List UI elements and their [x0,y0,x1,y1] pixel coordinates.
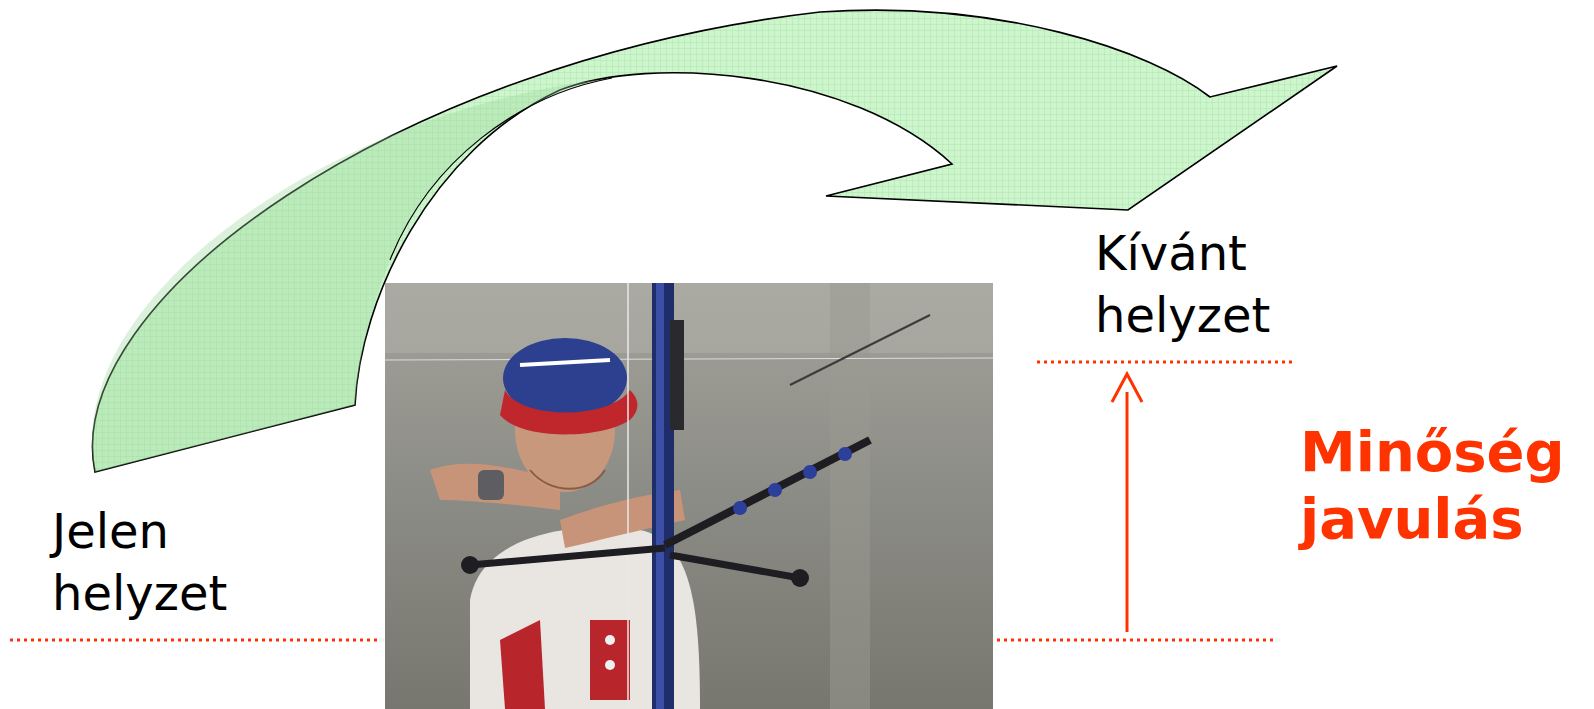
improvement-arrowhead [1112,374,1142,402]
archer-photo [385,283,993,709]
level-line [10,639,380,642]
curved-arrow-fold-edge [390,78,612,260]
state-label: Jelen helyzet [52,500,227,625]
state-label: Kívánt helyzet [1095,222,1270,347]
improvement-label: Minőség javulás [1300,418,1565,552]
improvement-arrow [1126,392,1129,632]
level-line [1037,361,1292,364]
level-line [997,639,1275,642]
